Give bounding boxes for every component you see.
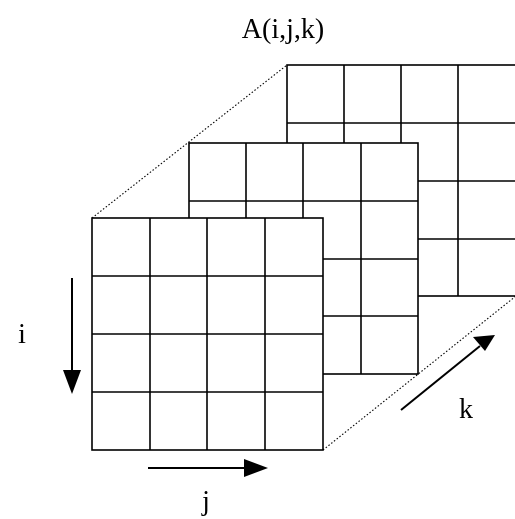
k-axis-arrowhead-icon: [473, 335, 495, 351]
k-axis: k: [400, 335, 495, 425]
j-axis-label: j: [201, 486, 210, 517]
perspective-edge-top-left: [91, 64, 288, 219]
i-axis-label: i: [18, 319, 26, 350]
k-axis-label: k: [459, 394, 473, 425]
perspective-edge-bottom-right: [322, 296, 515, 451]
grid-plane-front: [91, 217, 324, 451]
j-axis: j: [148, 459, 268, 517]
i-axis: i: [18, 278, 81, 394]
diagram-title: A(i,j,k): [242, 14, 324, 45]
j-axis-arrowhead-icon: [244, 459, 268, 477]
k-axis-arrow-shaft: [400, 345, 481, 411]
i-axis-arrowhead-icon: [63, 370, 81, 394]
